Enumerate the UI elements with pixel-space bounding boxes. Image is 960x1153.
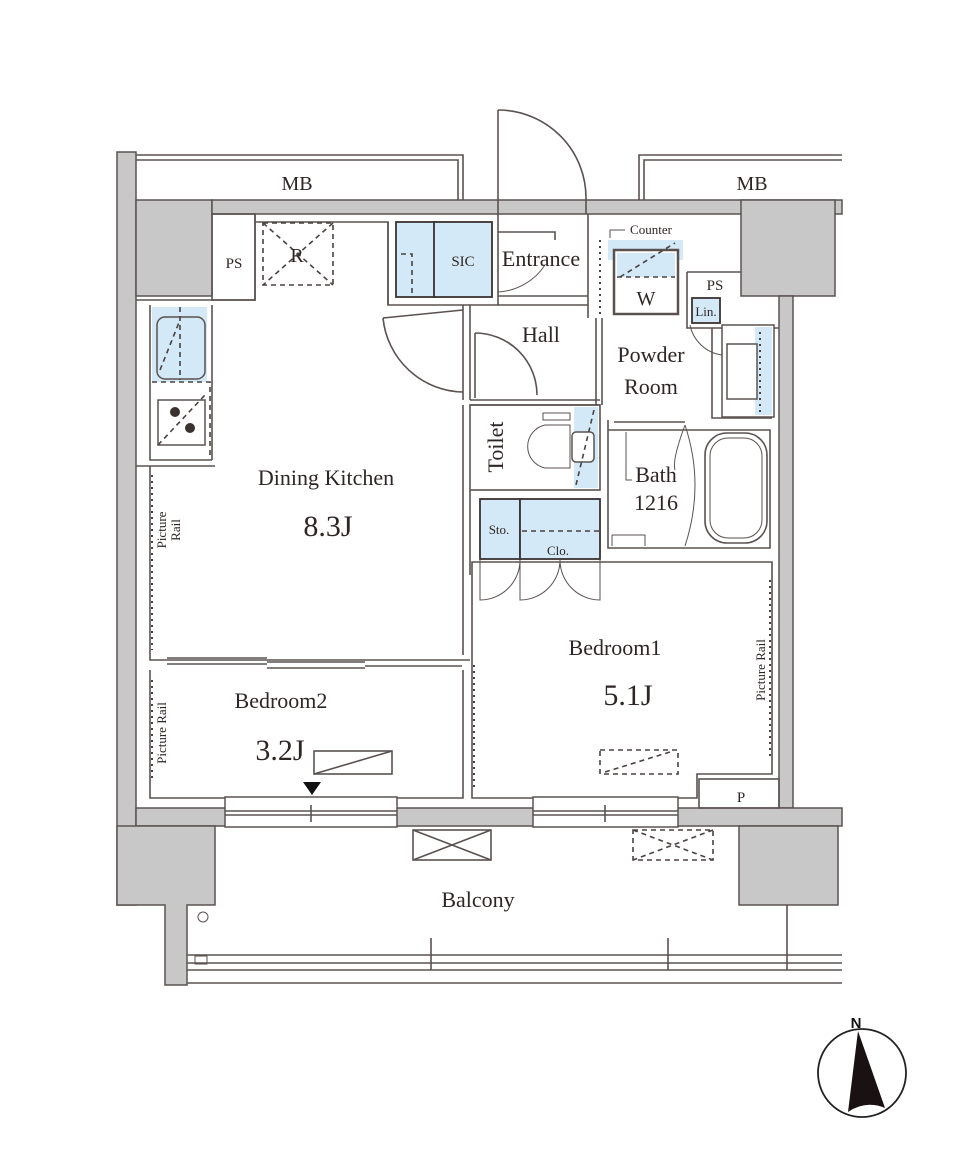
hall-label: Hall <box>522 322 560 347</box>
dining-kitchen: Dining Kitchen 8.3J Picture Rail <box>149 405 471 661</box>
picture-rail-dk-line2: Rail <box>168 519 183 541</box>
balcony: Balcony <box>187 829 842 984</box>
dining-kitchen-size: 8.3J <box>303 510 353 543</box>
bedroom1-label: Bedroom1 <box>569 635 662 660</box>
bath-label: Bath <box>635 462 677 487</box>
meter-box-left: MB <box>136 154 464 200</box>
meter-box-right: MB <box>638 154 842 200</box>
counter-label: Counter <box>630 222 673 237</box>
washer-label: W <box>637 288 656 310</box>
bedroom2-size: 3.2J <box>255 734 305 767</box>
pipe-space: P <box>698 778 780 809</box>
kitchen-counter <box>136 299 215 467</box>
balcony-label: Balcony <box>441 887 514 912</box>
sic-label: SIC <box>451 254 474 270</box>
powder-room-label-line2: Room <box>624 374 678 399</box>
refrigerator-space: R <box>212 214 389 305</box>
entrance-label: Entrance <box>502 246 580 271</box>
dining-kitchen-label: Dining Kitchen <box>258 465 394 490</box>
mb-right-label: MB <box>736 173 767 195</box>
ps-left-label: PS <box>226 256 243 272</box>
compass-north-label: N <box>851 1015 862 1032</box>
linen-label: Lin. <box>695 304 716 319</box>
picture-rail-br2: Picture Rail <box>154 702 169 764</box>
pipe-space-label: P <box>737 790 745 806</box>
sliding-partition <box>167 657 462 669</box>
pipe-shaft-right: PS Lin. <box>686 271 779 329</box>
refrigerator-label: R <box>290 245 304 267</box>
bedroom2: Bedroom2 3.2J Picture Rail <box>149 670 464 799</box>
bath: Bath 1216 <box>607 420 771 549</box>
picture-rail-br1: Picture Rail <box>753 639 768 701</box>
mb-left-label: MB <box>281 173 312 195</box>
storage-label: Sto. <box>489 522 510 537</box>
bedroom1: Bedroom1 5.1J Picture Rail <box>471 561 773 799</box>
bedroom1-size: 5.1J <box>603 679 653 712</box>
toilet: Toilet <box>469 404 601 491</box>
bath-size: 1216 <box>634 490 678 515</box>
ps-right-label: PS <box>707 278 724 294</box>
washer-area: Counter W <box>599 222 683 318</box>
entrance: Entrance <box>497 109 589 318</box>
storage-closet: Sto. Clo. <box>479 498 601 601</box>
closet-label: Clo. <box>547 543 569 558</box>
hall: Hall <box>382 305 603 406</box>
north-compass: N <box>817 1015 907 1118</box>
powder-room: Powder Room <box>617 324 775 419</box>
shoe-in-closet: SIC <box>387 214 499 306</box>
powder-room-label-line1: Powder <box>617 342 685 367</box>
windows <box>224 796 679 828</box>
bedroom2-label: Bedroom2 <box>235 688 328 713</box>
pipe-shaft-left: PS <box>211 213 256 301</box>
picture-rail-dk-line1: Picture <box>154 511 169 548</box>
toilet-label: Toilet <box>483 421 508 472</box>
